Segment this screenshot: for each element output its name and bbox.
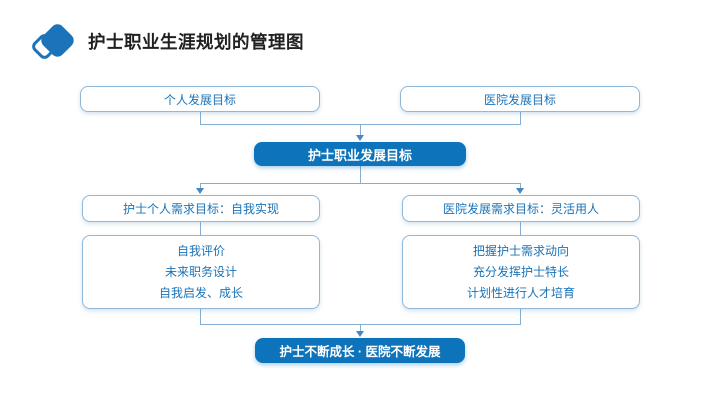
connector-line [360, 166, 361, 184]
box-personal-development-goal: 个人发展目标 [80, 86, 320, 112]
connector-line [200, 124, 521, 125]
list-item: 计划性进行人才培育 [466, 285, 575, 300]
box-hospital-action-list: 把握护士需求动向 充分发挥护士特长 计划性进行人才培育 [402, 235, 640, 309]
connector-line [360, 325, 361, 332]
box-nurse-career-goal: 护士职业发展目标 [254, 142, 466, 166]
connector-line [520, 184, 521, 189]
box-hospital-development-goal: 医院发展目标 [400, 86, 640, 112]
connector-line [520, 309, 521, 325]
box-hospital-need-goal: 医院发展需求目标：灵活用人 [402, 195, 640, 222]
connector-line [200, 183, 521, 184]
arrow-down-icon [356, 135, 364, 141]
diamond-logo-icon [29, 21, 78, 64]
box-nurse-personal-need-goal: 护士个人需求目标：自我实现 [82, 195, 320, 222]
page-title: 护士职业生涯规划的管理图 [88, 32, 304, 52]
connector-line [200, 184, 201, 189]
list-item: 充分发挥护士特长 [472, 264, 569, 279]
arrow-down-icon [356, 331, 364, 337]
list-item: 自我启发、成长 [158, 285, 243, 300]
list-item: 把握护士需求动向 [472, 243, 569, 258]
connector-line [520, 222, 521, 235]
list-item: 自我评价 [176, 243, 225, 258]
connector-line [200, 324, 521, 325]
list-item: 未来职务设计 [164, 264, 237, 279]
connector-line [360, 125, 361, 136]
box-growth-result: 护士不断成长 · 医院不断发展 [255, 338, 465, 363]
connector-line [200, 112, 201, 125]
connector-line [200, 309, 201, 325]
connector-line [520, 112, 521, 125]
arrow-down-icon [516, 188, 524, 194]
box-self-development-list: 自我评价 未来职务设计 自我启发、成长 [82, 235, 320, 309]
connector-line [200, 222, 201, 235]
arrow-down-icon [196, 188, 204, 194]
